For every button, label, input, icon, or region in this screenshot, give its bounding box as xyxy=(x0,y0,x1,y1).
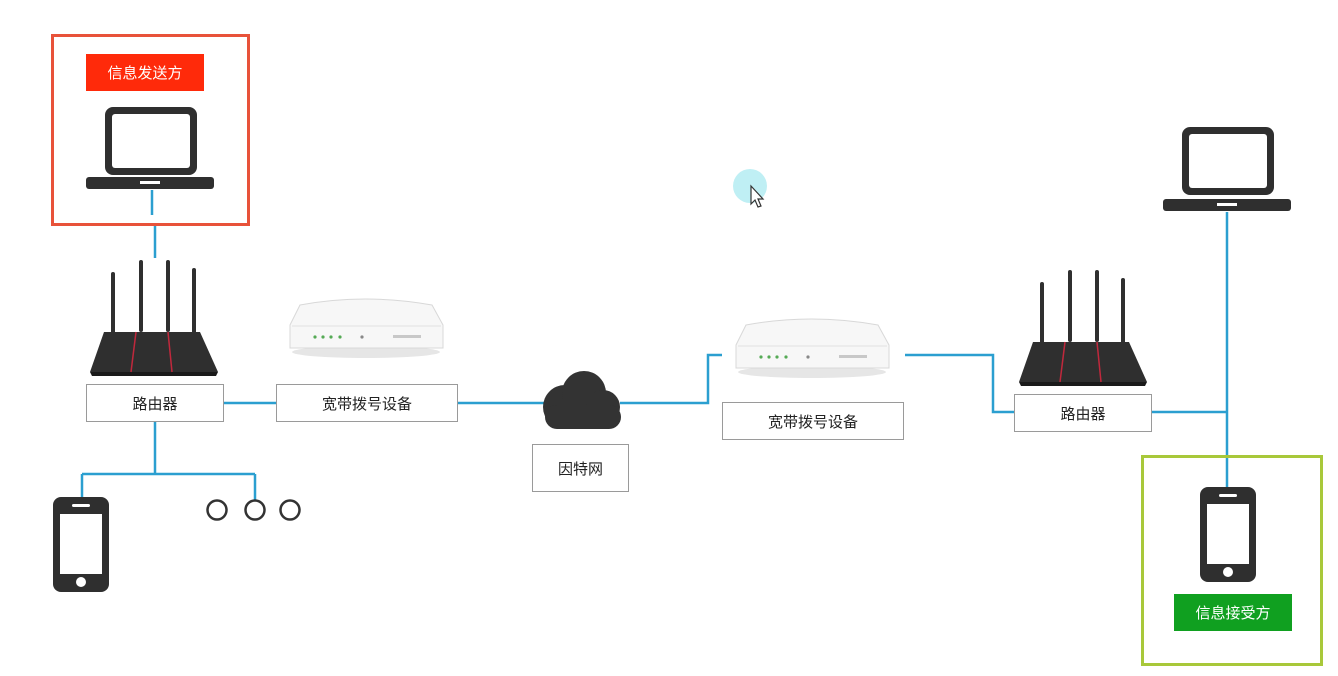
internet-label: 因特网 xyxy=(532,444,629,492)
link-router-receiver xyxy=(1151,212,1229,487)
router-label-right: 路由器 xyxy=(1014,394,1152,432)
link-router-devices xyxy=(80,422,257,500)
modem-label-right: 宽带拨号设备 xyxy=(722,402,904,440)
laptop-icon xyxy=(86,107,214,189)
link-cloud-modem-right xyxy=(620,353,722,405)
phone-icon xyxy=(1200,487,1256,582)
router-label-left: 路由器 xyxy=(86,384,224,422)
modem-icon xyxy=(735,318,890,378)
ellipsis-icon xyxy=(206,499,301,521)
sender-frame xyxy=(51,34,250,226)
cloud-icon xyxy=(543,371,621,429)
connection-lines xyxy=(80,190,1229,500)
modem-label-left: 宽带拨号设备 xyxy=(276,384,458,422)
laptop-icon xyxy=(1163,127,1291,211)
router-icon xyxy=(1019,270,1147,386)
link-modem-router-right xyxy=(905,353,1015,414)
modem-icon xyxy=(289,298,444,358)
cursor-icon xyxy=(750,184,765,208)
router-icon xyxy=(90,260,218,376)
receiver-tag: 信息接受方 xyxy=(1174,594,1292,631)
receiver-frame xyxy=(1141,455,1323,666)
sender-tag: 信息发送方 xyxy=(86,54,204,91)
phone-icon xyxy=(53,497,109,592)
